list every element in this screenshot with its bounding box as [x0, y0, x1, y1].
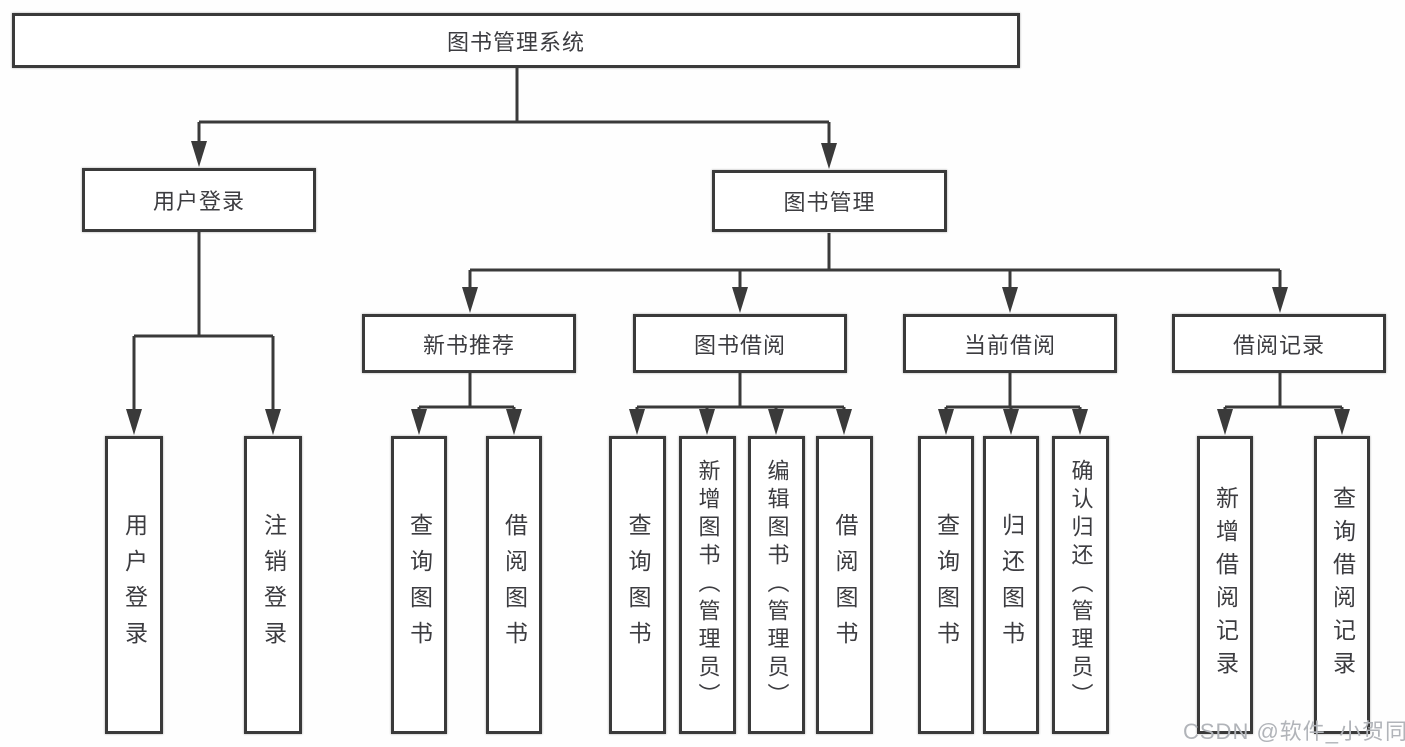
- leaf-label: 新增借阅记录: [1212, 486, 1239, 684]
- leaf-edit-book-admin: 编辑图书（管理员）: [748, 436, 805, 734]
- node-new-book-recommend: 新书推荐: [362, 314, 576, 373]
- node-label: 借阅记录: [1232, 332, 1325, 358]
- leaf-user-login: 用户登录: [105, 436, 163, 734]
- leaf-label: 查询图书: [625, 513, 651, 657]
- arrowhead: [1334, 409, 1350, 435]
- arrowhead: [699, 409, 715, 435]
- arrowhead: [191, 141, 207, 167]
- csdn-watermark: CSDN @软件_小贺同学: [1183, 719, 1405, 744]
- arrowhead: [1003, 409, 1019, 435]
- leaf-query-borrow-record: 查询借阅记录: [1314, 436, 1370, 734]
- leaf-add-book-admin: 新增图书（管理员）: [679, 436, 736, 734]
- leaf-add-borrow-record: 新增借阅记录: [1197, 436, 1253, 734]
- leaf-confirm-return-admin: 确认归还（管理员）: [1052, 436, 1109, 734]
- node-label: 图书管理: [783, 190, 876, 215]
- arrowhead: [265, 409, 281, 435]
- leaf-label: 查询借阅记录: [1329, 486, 1356, 684]
- node-label: 图书借阅: [693, 332, 786, 358]
- node-label: 当前借阅: [963, 332, 1056, 358]
- arrowhead: [462, 287, 478, 313]
- arrowhead: [126, 409, 142, 435]
- arrowhead: [821, 143, 837, 169]
- leaf-label: 用户登录: [121, 513, 148, 657]
- arrowhead: [411, 409, 427, 435]
- leaf-label: 新增图书（管理员）: [695, 459, 721, 711]
- node-user-login: 用户登录: [82, 168, 316, 232]
- leaf-query-book-current: 查询图书: [918, 436, 974, 734]
- node-label: 图书管理系统: [446, 29, 585, 55]
- node-book-management: 图书管理: [712, 170, 947, 232]
- node-borrow-record: 借阅记录: [1172, 314, 1386, 373]
- node-label: 用户登录: [152, 189, 245, 214]
- leaf-label: 确认归还（管理员）: [1068, 459, 1094, 711]
- leaf-return-book: 归还图书: [983, 436, 1039, 734]
- arrowhead: [629, 409, 645, 435]
- leaf-query-book-recommend: 查询图书: [391, 436, 447, 734]
- arrowhead: [1072, 409, 1088, 435]
- arrowhead: [506, 409, 522, 435]
- node-current-borrow: 当前借阅: [903, 314, 1117, 373]
- leaf-query-book-borrow: 查询图书: [609, 436, 666, 734]
- arrowhead: [768, 409, 784, 435]
- leaf-label: 归还图书: [998, 513, 1025, 657]
- node-book-borrow: 图书借阅: [633, 314, 847, 373]
- leaf-borrow-book-recommend: 借阅图书: [486, 436, 542, 734]
- leaf-label: 借阅图书: [501, 513, 528, 657]
- arrowhead: [1217, 409, 1233, 435]
- leaf-label: 查询图书: [933, 513, 960, 657]
- node-label: 新书推荐: [422, 332, 515, 358]
- arrowhead: [1002, 287, 1018, 313]
- arrowhead: [1272, 287, 1288, 313]
- arrowhead: [836, 409, 852, 435]
- node-root-library-system: 图书管理系统: [12, 13, 1020, 68]
- leaf-label: 编辑图书（管理员）: [764, 459, 790, 711]
- leaf-label: 注销登录: [260, 513, 287, 657]
- leaf-label: 借阅图书: [832, 513, 858, 657]
- leaf-label: 查询图书: [406, 513, 433, 657]
- leaf-borrow-book: 借阅图书: [816, 436, 873, 734]
- leaf-logout: 注销登录: [244, 436, 302, 734]
- arrowhead: [732, 287, 748, 313]
- arrowhead: [938, 409, 954, 435]
